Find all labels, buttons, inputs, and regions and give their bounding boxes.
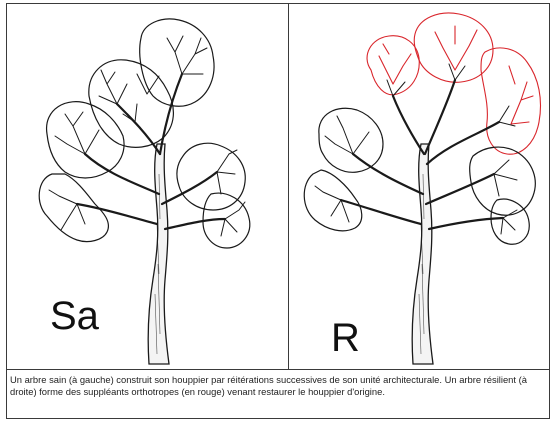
panel-label-healthy: Sa xyxy=(50,296,99,336)
caption-divider xyxy=(6,369,550,370)
crown-unit-lower-right xyxy=(491,199,529,244)
healthy-tree-panel: Sa xyxy=(7,4,288,368)
resilient-tree-panel: R xyxy=(289,4,549,368)
crown-unit-middle xyxy=(89,60,174,148)
crown-unit-left xyxy=(319,108,383,172)
trunk xyxy=(412,144,433,364)
resilient-tree-drawing xyxy=(289,4,549,368)
figure-caption: Un arbre sain (à gauche) construit son h… xyxy=(10,374,546,398)
panel-label-resilient: R xyxy=(331,318,360,358)
crown-unit-top xyxy=(140,19,214,106)
crown-unit-lower-left xyxy=(304,170,362,231)
trunk xyxy=(148,144,169,364)
suppleant-unit-left xyxy=(367,36,419,95)
